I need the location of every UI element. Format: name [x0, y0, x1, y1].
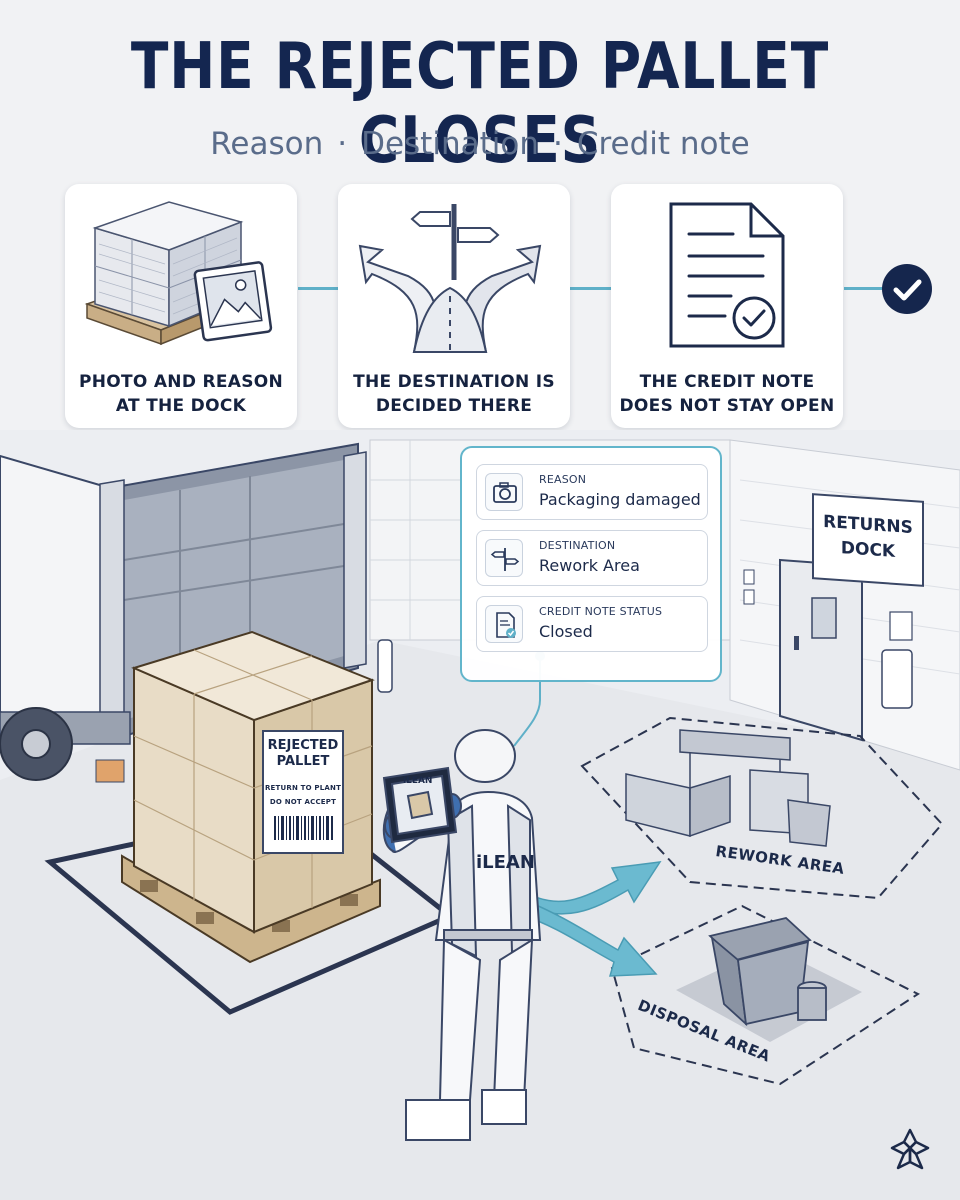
info-row-destination: DESTINATION Rework Area [476, 530, 708, 586]
step-connector [844, 287, 884, 290]
credit-note-icon [669, 202, 785, 348]
crossroads-icon [358, 204, 542, 353]
info-label: CREDIT NOTE STATUS [539, 605, 663, 618]
page-subtitle: Reason · Destination · Credit note [0, 126, 960, 162]
barcode-icon [274, 816, 333, 840]
subtitle-separator: · [337, 126, 348, 162]
info-value: Closed [539, 622, 593, 641]
step-card-credit-note: THE CREDIT NOTE DOES NOT STAY OPEN [611, 184, 843, 428]
tablet-brand: iLEAN [403, 776, 433, 786]
step-connector [298, 287, 340, 290]
document-check-icon [485, 605, 523, 643]
info-row-credit-note: CREDIT NOTE STATUS Closed [476, 596, 708, 652]
step-label-line: DOES NOT STAY OPEN [619, 396, 835, 416]
subtitle-reason: Reason [210, 126, 324, 162]
completion-check-icon [882, 264, 932, 314]
info-value: Packaging damaged [539, 490, 701, 509]
page-title: THE REJECTED PALLET CLOSES [130, 30, 830, 178]
step-connector [570, 287, 612, 290]
step-label-line: THE DESTINATION IS [353, 372, 555, 392]
step-label-line: DECIDED THERE [375, 396, 533, 416]
tag-line: RETURN TO PLANT [264, 784, 342, 792]
brand-logo-icon [890, 1128, 930, 1170]
camera-icon [485, 473, 523, 511]
info-row-reason: REASON Packaging damaged [476, 464, 708, 520]
rejected-pallet-label: REJECTED PALLET RETURN TO PLANT DO NOT A… [262, 730, 344, 854]
returns-dock-sign: RETURNS DOCK [812, 493, 924, 587]
step-label-line: THE CREDIT NOTE [639, 372, 815, 392]
vest-brand: iLEAN [476, 852, 535, 873]
signpost-icon [485, 539, 523, 577]
step-label: PHOTO AND REASON AT THE DOCK [73, 370, 289, 418]
info-value: Rework Area [539, 556, 640, 575]
subtitle-credit-note: Credit note [576, 126, 750, 162]
step-label-line: PHOTO AND REASON [78, 372, 284, 392]
subtitle-destination: Destination [361, 126, 539, 162]
tag-line: REJECTED [267, 738, 339, 753]
tag-line: PALLET [276, 754, 330, 769]
info-label: DESTINATION [539, 539, 616, 552]
tag-line: DO NOT ACCEPT [269, 798, 337, 806]
subtitle-separator: · [552, 126, 563, 162]
info-label: REASON [539, 473, 587, 486]
step-label: THE CREDIT NOTE DOES NOT STAY OPEN [619, 370, 835, 418]
step-label: THE DESTINATION IS DECIDED THERE [346, 370, 562, 418]
pallet-status-panel: REASON Packaging damaged DESTINATION Rew… [460, 446, 722, 682]
step-card-destination: THE DESTINATION IS DECIDED THERE [338, 184, 570, 428]
step-label-line: AT THE DOCK [115, 396, 247, 416]
step-card-photo-reason: PHOTO AND REASON AT THE DOCK [65, 184, 297, 428]
pallet-photo-icon [84, 201, 273, 346]
